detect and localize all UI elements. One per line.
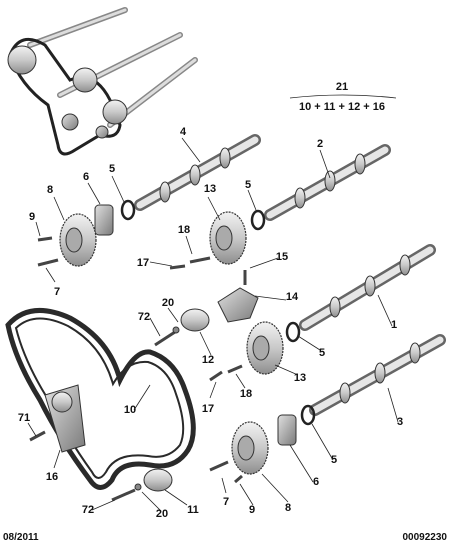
callout-23: 15 (276, 251, 288, 263)
callout-22: 14 (286, 291, 299, 303)
overview-pulley (102, 99, 128, 125)
callout-2: 2 (317, 138, 323, 150)
bolts (29, 236, 247, 502)
callout-18: 11 (187, 504, 199, 516)
footer-reference: 00092230 (403, 532, 448, 543)
overview-assembly (7, 7, 198, 156)
callout-10: 6 (313, 476, 319, 488)
callout-1: 4 (180, 126, 187, 138)
seal-ring (250, 209, 266, 231)
callout-16: 9 (249, 504, 255, 516)
overview-tensioner (61, 113, 79, 131)
callout-29: 20 (162, 297, 174, 309)
seal-ring (120, 199, 136, 221)
idler-pulley-11 (143, 468, 173, 492)
callout-8: 5 (331, 454, 337, 466)
overview-idler (95, 125, 109, 139)
callouts: 4 2 1 3 5 5 5 5 6 6 7 7 8 8 9 9 10 11 12… (18, 126, 403, 520)
overview-pulley (7, 45, 37, 75)
sprocket-8-lower (231, 421, 269, 475)
callout-20: 13 (204, 183, 216, 195)
callout-27: 18 (178, 224, 190, 236)
kit-formula: 21 10 + 11 + 12 + 16 (289, 81, 397, 113)
washers (134, 326, 180, 491)
footer-date: 08/2011 (3, 532, 39, 543)
callout-11: 7 (54, 286, 60, 298)
callout-5: 5 (109, 163, 115, 175)
idler-pulley-12 (180, 308, 210, 332)
callout-33: 72 (82, 504, 94, 516)
callout-19: 12 (202, 354, 214, 366)
seal-ring (300, 404, 316, 426)
callout-14: 8 (285, 502, 291, 514)
callout-6: 5 (245, 179, 251, 191)
callout-25: 17 (137, 257, 149, 269)
callout-21: 13 (294, 372, 306, 384)
camshaft-4 (134, 134, 261, 211)
callout-12: 7 (223, 496, 229, 508)
callout-28: 18 (240, 388, 252, 400)
callout-4: 3 (397, 416, 403, 428)
callout-7: 5 (319, 347, 325, 359)
leader-lines (27, 137, 399, 511)
phaser-hub (277, 414, 297, 446)
callout-32: 72 (138, 311, 150, 323)
callout-15: 9 (29, 211, 35, 223)
tensioner-14 (217, 287, 259, 323)
sprocket-8-upper (59, 213, 97, 267)
callout-17: 10 (124, 404, 136, 416)
callout-26: 17 (202, 403, 214, 415)
callout-3: 1 (391, 319, 397, 331)
callout-9: 6 (83, 171, 89, 183)
seal-ring (285, 321, 301, 343)
callout-13: 8 (47, 184, 53, 196)
phaser-hub (94, 204, 114, 236)
callout-30: 20 (156, 508, 168, 520)
camshaft-2 (264, 144, 391, 221)
kit-components: 10 + 11 + 12 + 16 (299, 101, 385, 113)
kit-brace (289, 94, 397, 99)
overview-belt (8, 37, 122, 156)
tensioner-bracket (44, 384, 86, 453)
sprocket-13-upper (209, 211, 247, 265)
sprocket-13-lower (246, 321, 284, 375)
callout-24: 16 (46, 471, 58, 483)
camshaft-1 (299, 244, 436, 331)
kit-number: 21 (336, 81, 348, 93)
camshaft-3 (309, 334, 446, 416)
callout-31: 71 (18, 412, 30, 424)
overview-pulley (72, 67, 98, 93)
overview-camshaft (27, 7, 128, 48)
